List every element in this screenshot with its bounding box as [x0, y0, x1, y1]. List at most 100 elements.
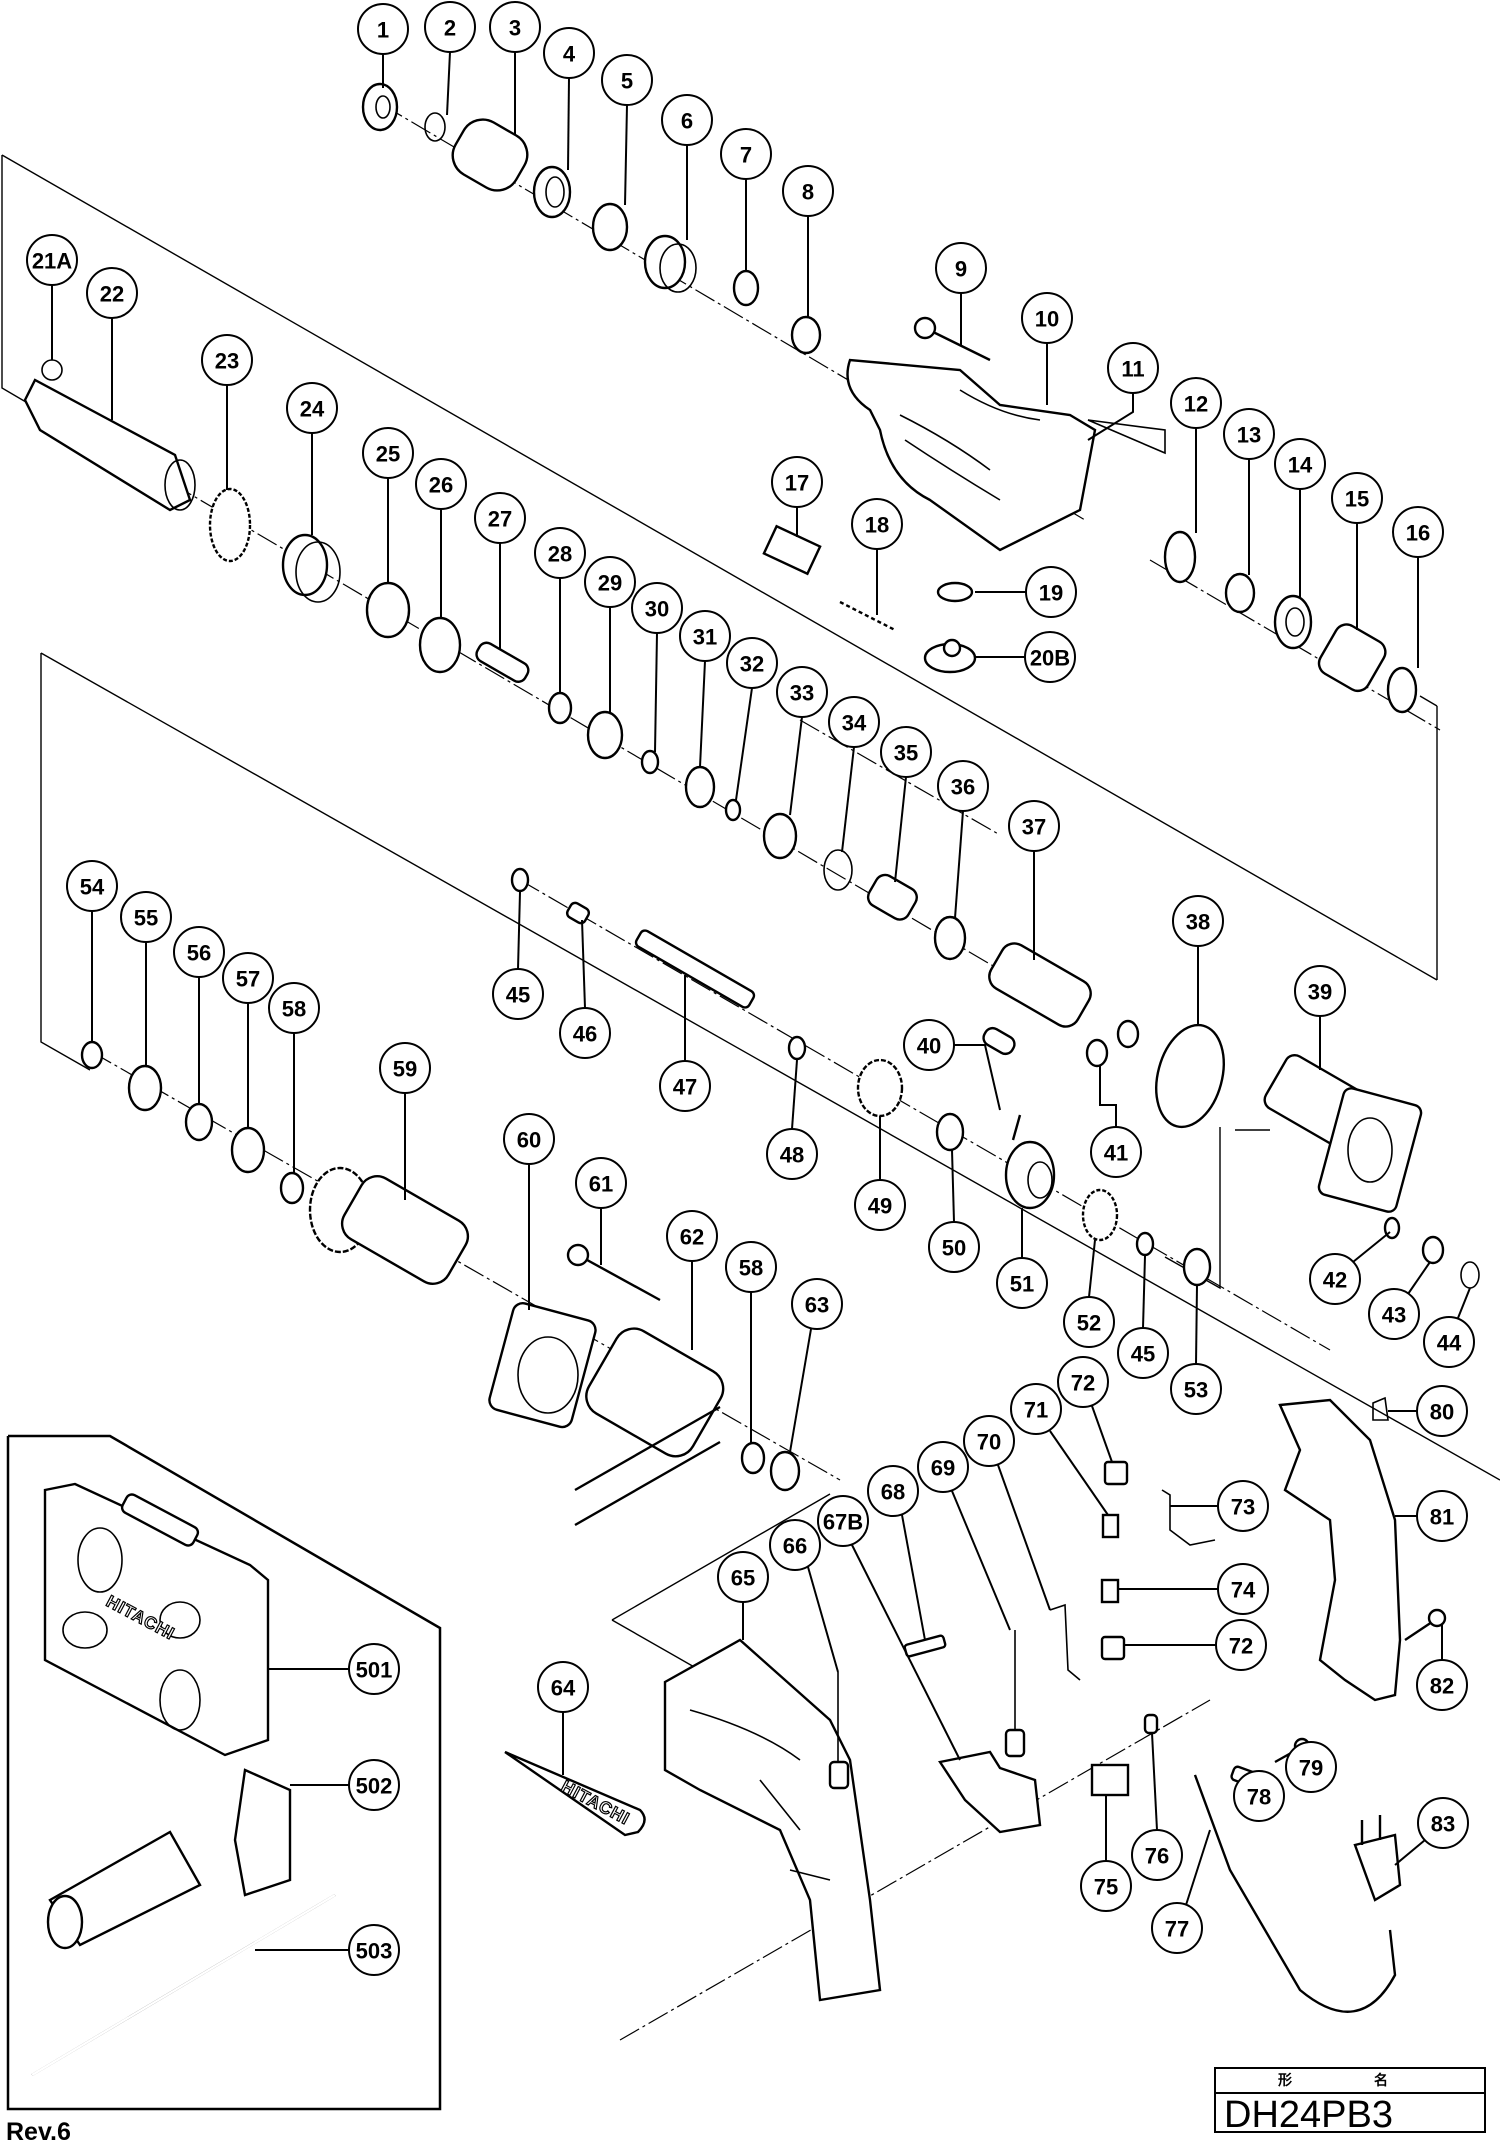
callout-1[interactable]: 1	[357, 3, 409, 55]
callout-11[interactable]: 11	[1107, 342, 1159, 394]
callout-22[interactable]: 22	[86, 267, 138, 319]
callout-28[interactable]: 28	[534, 527, 586, 579]
callout-52[interactable]: 52	[1063, 1296, 1115, 1348]
callout-label: 36	[951, 775, 975, 800]
callout-54[interactable]: 54	[66, 860, 118, 912]
callout-40[interactable]: 40	[903, 1019, 955, 1071]
callout-76[interactable]: 76	[1131, 1829, 1183, 1881]
callout-10[interactable]: 10	[1021, 292, 1073, 344]
callout-20B[interactable]: 20B	[1024, 631, 1076, 683]
revision-label: Rev.6	[6, 2118, 71, 2146]
callout-circle	[726, 637, 778, 689]
callout-68[interactable]: 68	[867, 1465, 919, 1517]
callout-39[interactable]: 39	[1294, 965, 1346, 1017]
callout-82[interactable]: 82	[1416, 1659, 1468, 1711]
callout-45[interactable]: 45	[492, 968, 544, 1020]
callout-83[interactable]: 83	[1417, 1797, 1469, 1849]
part-3-grip	[451, 118, 529, 192]
leader-52	[1088, 1239, 1096, 1298]
callout-57[interactable]: 57	[222, 952, 274, 1004]
callout-7[interactable]: 7	[720, 128, 772, 180]
callout-21A[interactable]: 21A	[26, 234, 78, 286]
callout-47[interactable]: 47	[659, 1060, 711, 1112]
callout-12[interactable]: 12	[1170, 377, 1222, 429]
callout-42[interactable]: 42	[1309, 1253, 1361, 1305]
callout-24[interactable]: 24	[286, 382, 338, 434]
callout-53[interactable]: 53	[1170, 1363, 1222, 1415]
callout-44[interactable]: 44	[1423, 1316, 1475, 1368]
callout-65[interactable]: 65	[717, 1551, 769, 1603]
callout-8[interactable]: 8	[782, 165, 834, 217]
callout-56[interactable]: 56	[173, 926, 225, 978]
callout-503[interactable]: 503	[348, 1924, 400, 1976]
callout-5[interactable]: 5	[601, 54, 653, 106]
callout-2[interactable]: 2	[424, 1, 476, 53]
callout-58[interactable]: 58	[725, 1241, 777, 1293]
callout-45[interactable]: 45	[1117, 1327, 1169, 1379]
callout-26[interactable]: 26	[415, 458, 467, 510]
callout-41[interactable]: 41	[1090, 1126, 1142, 1178]
callout-23[interactable]: 23	[201, 334, 253, 386]
callout-64[interactable]: 64	[537, 1661, 589, 1713]
callout-72[interactable]: 72	[1215, 1619, 1267, 1671]
callout-46[interactable]: 46	[559, 1007, 611, 1059]
callout-62[interactable]: 62	[666, 1210, 718, 1262]
callout-30[interactable]: 30	[631, 582, 683, 634]
callout-label: 51	[1010, 1272, 1034, 1297]
callout-75[interactable]: 75	[1080, 1860, 1132, 1912]
callout-43[interactable]: 43	[1368, 1288, 1420, 1340]
callout-72[interactable]: 72	[1057, 1356, 1109, 1408]
callout-71[interactable]: 71	[1010, 1383, 1062, 1435]
callout-73[interactable]: 73	[1217, 1480, 1269, 1532]
callout-label: 503	[356, 1939, 393, 1964]
part-5-ring	[591, 202, 629, 252]
callout-17[interactable]: 17	[771, 456, 823, 508]
callout-13[interactable]: 13	[1223, 408, 1275, 460]
callout-31[interactable]: 31	[679, 610, 731, 662]
callout-60[interactable]: 60	[503, 1113, 555, 1165]
callout-55[interactable]: 55	[120, 891, 172, 943]
callout-48[interactable]: 48	[766, 1128, 818, 1180]
callout-61[interactable]: 61	[575, 1157, 627, 1209]
callout-49[interactable]: 49	[854, 1179, 906, 1231]
callout-70[interactable]: 70	[963, 1415, 1015, 1467]
callout-36[interactable]: 36	[937, 760, 989, 812]
callout-63[interactable]: 63	[791, 1278, 843, 1330]
callout-6[interactable]: 6	[661, 94, 713, 146]
callout-19[interactable]: 19	[1025, 566, 1077, 618]
callout-79[interactable]: 79	[1285, 1741, 1337, 1793]
callout-4[interactable]: 4	[543, 27, 595, 79]
callout-34[interactable]: 34	[828, 696, 880, 748]
callout-33[interactable]: 33	[776, 666, 828, 718]
callout-51[interactable]: 51	[996, 1257, 1048, 1309]
callout-14[interactable]: 14	[1274, 438, 1326, 490]
callout-circle	[1233, 1770, 1285, 1822]
callout-25[interactable]: 25	[362, 427, 414, 479]
callout-29[interactable]: 29	[584, 556, 636, 608]
callout-15[interactable]: 15	[1331, 472, 1383, 524]
callout-74[interactable]: 74	[1217, 1563, 1269, 1615]
callout-circle	[1025, 566, 1077, 618]
callout-38[interactable]: 38	[1172, 895, 1224, 947]
callout-18[interactable]: 18	[851, 498, 903, 550]
callout-9[interactable]: 9	[935, 242, 987, 294]
callout-58[interactable]: 58	[268, 982, 320, 1034]
callout-501[interactable]: 501	[348, 1643, 400, 1695]
callout-81[interactable]: 81	[1416, 1490, 1468, 1542]
callout-502[interactable]: 502	[348, 1759, 400, 1811]
callout-32[interactable]: 32	[726, 637, 778, 689]
callout-3[interactable]: 3	[489, 1, 541, 53]
title-block-header: 形 名	[1216, 2069, 1484, 2094]
callout-66[interactable]: 66	[769, 1519, 821, 1571]
callout-59[interactable]: 59	[379, 1042, 431, 1094]
callout-50[interactable]: 50	[928, 1221, 980, 1273]
callout-77[interactable]: 77	[1151, 1902, 1203, 1954]
callout-67B[interactable]: 67B	[817, 1495, 869, 1547]
callout-35[interactable]: 35	[880, 726, 932, 778]
callout-27[interactable]: 27	[474, 492, 526, 544]
callout-80[interactable]: 80	[1416, 1385, 1468, 1437]
callout-16[interactable]: 16	[1392, 506, 1444, 558]
callout-37[interactable]: 37	[1008, 800, 1060, 852]
callout-69[interactable]: 69	[917, 1441, 969, 1493]
callout-78[interactable]: 78	[1233, 1770, 1285, 1822]
